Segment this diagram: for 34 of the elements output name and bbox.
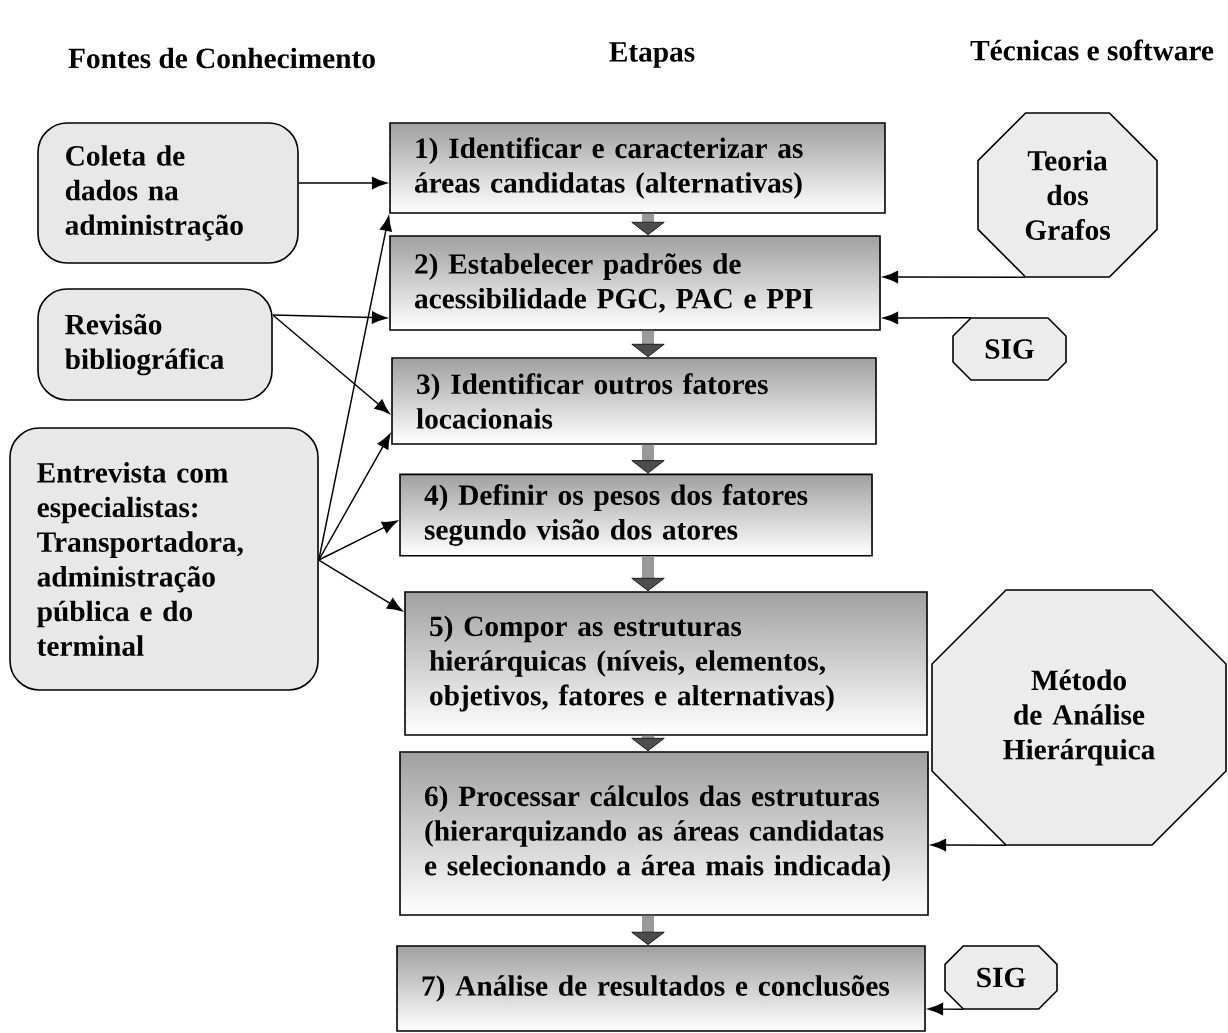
block-arrow (631, 556, 665, 592)
arrow (298, 176, 388, 190)
technique-octagon: Método de Análise Hierárquica (931, 589, 1227, 846)
technique-octagon: SIG (944, 945, 1058, 1010)
arrow (272, 314, 390, 414)
source-box: Entrevista com especialistas: Transportadora, administração pública e do terminal (9, 427, 319, 691)
step-box: 2) Estabelecer padrões de acessibilidade PGC, PAC e PPI (389, 235, 881, 331)
block-arrow (631, 213, 665, 236)
step-box: 7) Análise de resultados e conclusões (396, 945, 926, 1032)
arrow (272, 311, 387, 324)
technique-octagon: Teoria dos Grafos (977, 112, 1158, 278)
step-box: 6) Processar cálculos das estruturas (hierarquizando as áreas candidatas e selecionando a área mais indicada) (399, 751, 929, 916)
column-heading: Etapas (609, 42, 695, 68)
arrow (883, 311, 972, 325)
column-heading: Técnicas e software (970, 39, 1214, 61)
block-arrow (631, 915, 665, 946)
arrow (931, 838, 1007, 852)
source-box: Revisão bibliográfica (37, 288, 273, 401)
step-box: 3) Identificar outros fatores locacionais (391, 357, 877, 445)
step-box: 4) Definir os pesos dos fatores segundo visão dos atores (399, 473, 873, 557)
block-arrow (631, 330, 665, 358)
arrow (928, 1003, 964, 1016)
column-heading: Fontes de Conhecimento (68, 47, 375, 69)
block-arrow (631, 735, 665, 752)
arrow (318, 520, 398, 561)
arrow (318, 559, 403, 612)
arrow (318, 433, 391, 561)
step-box: 1) Identificar e caracterizar as áreas candidatas (alternativas) (389, 122, 886, 214)
block-arrow (631, 444, 665, 474)
technique-octagon: SIG (952, 317, 1067, 381)
step-box: 5) Compor as estruturas hierárquicas (níveis, elementos, objetivos, fatores e alternativas) (404, 591, 928, 736)
arrow (318, 215, 392, 561)
arrow (883, 270, 1026, 284)
source-box: Coleta de dados na administração (37, 122, 299, 264)
